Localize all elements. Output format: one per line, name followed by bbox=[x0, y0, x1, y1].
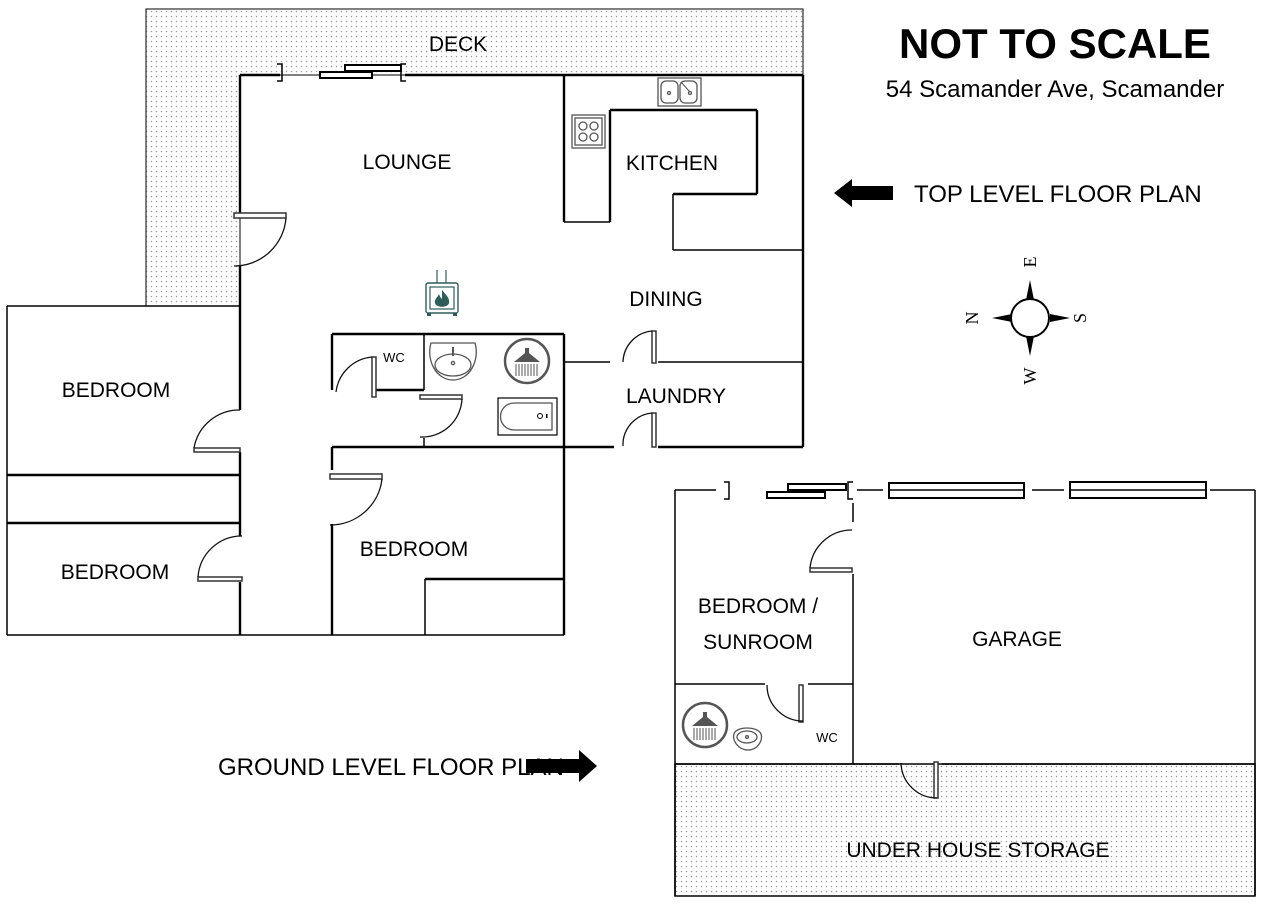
compass-rose-icon: E N S W bbox=[962, 257, 1090, 385]
arrow-right-icon bbox=[526, 750, 597, 782]
room-label-dining: DINING bbox=[629, 288, 703, 311]
address-subtitle: 54 Scamander Ave, Scamander bbox=[886, 76, 1224, 103]
wood-heater-icon bbox=[425, 270, 459, 316]
window-garage-1 bbox=[888, 482, 1025, 499]
door-bedroom-1[interactable] bbox=[193, 409, 241, 453]
compass-south: S bbox=[1070, 313, 1090, 323]
compass-east: E bbox=[1020, 257, 1040, 268]
door-bedroom-2[interactable] bbox=[197, 535, 243, 582]
room-label-bedroom-sunroom-line1: BEDROOM / bbox=[698, 595, 818, 618]
stove-icon bbox=[571, 114, 606, 149]
room-label-bedroom-3: BEDROOM bbox=[360, 538, 469, 561]
room-label-wc: WC bbox=[383, 350, 405, 365]
door-wc-ground[interactable] bbox=[766, 684, 804, 723]
door-sunroom-garage[interactable] bbox=[809, 529, 853, 573]
room-label-bedroom-2: BEDROOM bbox=[61, 561, 170, 584]
ground-level-plan-label: GROUND LEVEL FLOOR PLAN bbox=[218, 754, 564, 781]
door-lounge-deck[interactable] bbox=[233, 212, 287, 267]
top-level-plan-label: TOP LEVEL FLOOR PLAN bbox=[914, 181, 1202, 208]
door-bathroom[interactable] bbox=[419, 394, 463, 438]
room-label-storage: UNDER HOUSE STORAGE bbox=[846, 839, 1109, 862]
room-label-garage: GARAGE bbox=[972, 628, 1062, 651]
sliding-door-ground[interactable] bbox=[724, 481, 853, 500]
storage-area bbox=[674, 763, 1256, 897]
basin-icon bbox=[429, 342, 477, 381]
arrow-left-icon bbox=[834, 179, 893, 207]
door-storage[interactable] bbox=[900, 761, 939, 799]
window-garage-2 bbox=[1069, 481, 1207, 499]
door-wc[interactable] bbox=[335, 356, 377, 398]
room-label-kitchen: KITCHEN bbox=[626, 152, 718, 175]
bathtub-icon bbox=[497, 397, 558, 436]
page-title: NOT TO SCALE bbox=[899, 20, 1211, 67]
room-label-bedroom-sunroom-line2: SUNROOM bbox=[703, 631, 813, 654]
compass-north: N bbox=[962, 312, 982, 325]
compass-west: W bbox=[1020, 368, 1040, 385]
ground-walls bbox=[674, 489, 1256, 896]
door-bedroom-3[interactable] bbox=[329, 473, 383, 526]
door-dining[interactable] bbox=[622, 330, 657, 364]
room-label-lounge: LOUNGE bbox=[363, 151, 452, 174]
top-level-plan: DECK bbox=[6, 8, 805, 636]
room-label-wc-ground: WC bbox=[816, 730, 838, 745]
ground-level-plan: BEDROOM / SUNROOM GARAGE WC UNDER HOUSE … bbox=[674, 481, 1256, 897]
shower-icon-ground bbox=[681, 701, 729, 749]
top-walls bbox=[6, 73, 805, 636]
room-label-deck: DECK bbox=[429, 33, 487, 56]
double-sink-icon bbox=[657, 77, 702, 107]
sliding-door-deck[interactable] bbox=[277, 63, 406, 82]
room-label-laundry: LAUNDRY bbox=[626, 385, 726, 408]
shower-icon bbox=[503, 337, 551, 385]
door-laundry[interactable] bbox=[622, 412, 657, 448]
basin-icon-ground bbox=[732, 727, 763, 751]
room-label-bedroom-1: BEDROOM bbox=[62, 379, 171, 402]
